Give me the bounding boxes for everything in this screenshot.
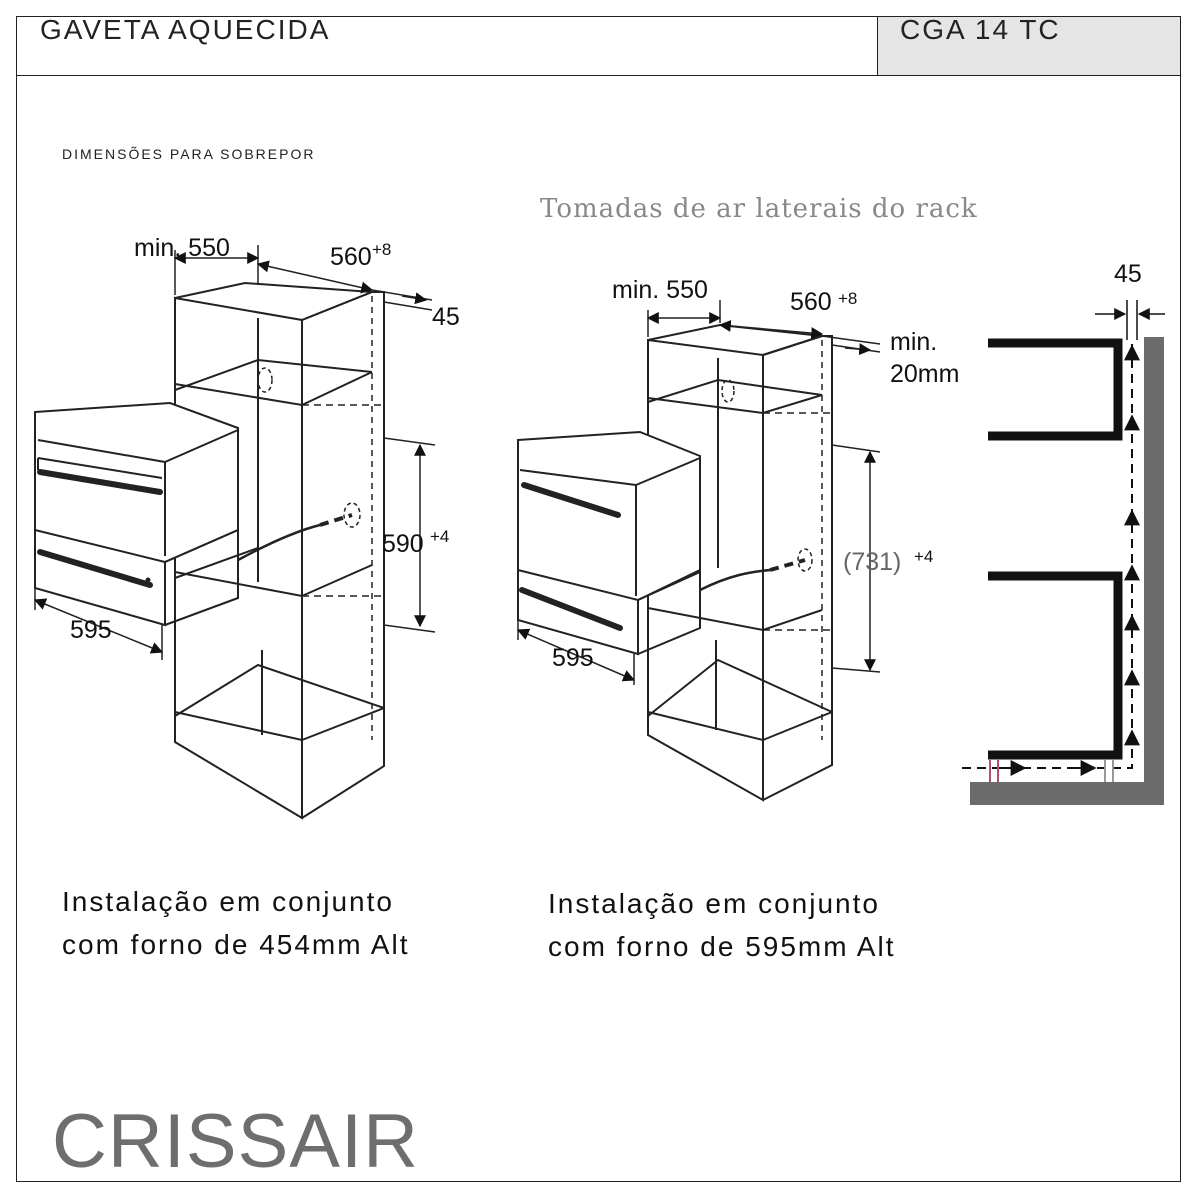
cabinet-shelves <box>988 338 1123 760</box>
gap-dimension <box>1095 300 1165 340</box>
d2-depth: 560 <box>790 288 832 316</box>
diagram-595-oven <box>516 300 881 802</box>
caption-454-line1: Instalação em conjunto <box>62 886 394 917</box>
d1-width: 595 <box>70 616 112 644</box>
caption-595-line2: com forno de 595mm Alt <box>548 931 896 962</box>
oven-2 <box>517 430 701 602</box>
d2-min-width: min. 550 <box>612 276 708 304</box>
section-gap: 45 <box>1114 260 1142 288</box>
d1-min-width: min. 550 <box>134 234 230 262</box>
floor <box>970 782 1164 805</box>
dims-2 <box>516 300 881 685</box>
d2-width: 595 <box>552 644 594 672</box>
rear-wall <box>1144 337 1164 805</box>
d1-depth-tol: +8 <box>372 240 391 259</box>
d1-depth: 560 <box>330 243 372 271</box>
d2-gap-line2: 20mm <box>890 360 959 388</box>
page-title: GAVETA AQUECIDA <box>40 14 331 45</box>
caption-454: Instalação em conjunto com forno de 454m… <box>62 880 409 966</box>
oven-1 <box>34 401 239 564</box>
d2-depth-tol: +8 <box>838 289 857 308</box>
model-code: CGA 14 TC <box>900 14 1061 45</box>
cabinet-2 <box>647 323 833 802</box>
d1-height: 590 <box>382 530 424 558</box>
caption-454-line2: com forno de 454mm Alt <box>62 929 410 960</box>
caption-595: Instalação em conjunto com forno de 595m… <box>548 882 895 968</box>
diagram-454-oven <box>33 245 436 820</box>
d2-height: (731) <box>843 548 901 576</box>
air-intake-note: Tomadas de ar laterais do rack <box>540 194 978 224</box>
caption-595-line1: Instalação em conjunto <box>548 888 880 919</box>
airflow-path <box>962 340 1133 769</box>
d1-gap: 45 <box>432 303 460 331</box>
feet <box>989 760 1114 782</box>
d2-height-tol: +4 <box>914 547 933 566</box>
d1-height-tol: +4 <box>430 527 449 546</box>
header-model-box <box>877 16 1181 76</box>
crissair-logo: CRISSAIR <box>52 1099 419 1184</box>
dims-1 <box>33 245 436 660</box>
airflow-section: 45 <box>962 260 1165 805</box>
section-subtitle: DIMENSÕES PARA SOBREPOR <box>62 146 316 162</box>
cabinet-1 <box>174 281 385 820</box>
d2-gap-line1: min. <box>890 328 937 356</box>
airflow-arrows <box>1000 344 1140 776</box>
